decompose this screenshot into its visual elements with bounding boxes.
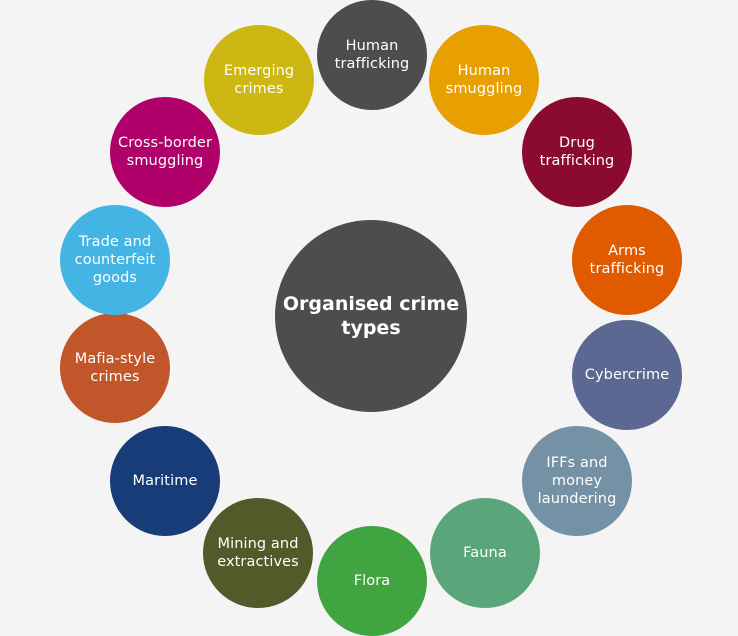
circle-trade-counterfeit-goods: Trade and counterfeit goods: [60, 205, 170, 315]
circle-cross-border-smuggling: Cross-border smuggling: [110, 97, 220, 207]
circle-drug-trafficking: Drug trafficking: [522, 97, 632, 207]
circle-maritime: Maritime: [110, 426, 220, 536]
circle-fauna: Fauna: [430, 498, 540, 608]
circle-iffs-money-laundering: IFFs and money laundering: [522, 426, 632, 536]
circle-mining-extractives: Mining and extractives: [203, 498, 313, 608]
circle-emerging-crimes: Emerging crimes: [204, 25, 314, 135]
circle-cybercrime: Cybercrime: [572, 320, 682, 430]
circle-flora: Flora: [317, 526, 427, 636]
center-circle-organised-crime-types: Organised crime types: [275, 220, 467, 412]
circle-human-smuggling: Human smuggling: [429, 25, 539, 135]
circle-arms-trafficking: Arms trafficking: [572, 205, 682, 315]
circle-human-trafficking: Human trafficking: [317, 0, 427, 110]
circle-mafia-style-crimes: Mafia-style crimes: [60, 313, 170, 423]
